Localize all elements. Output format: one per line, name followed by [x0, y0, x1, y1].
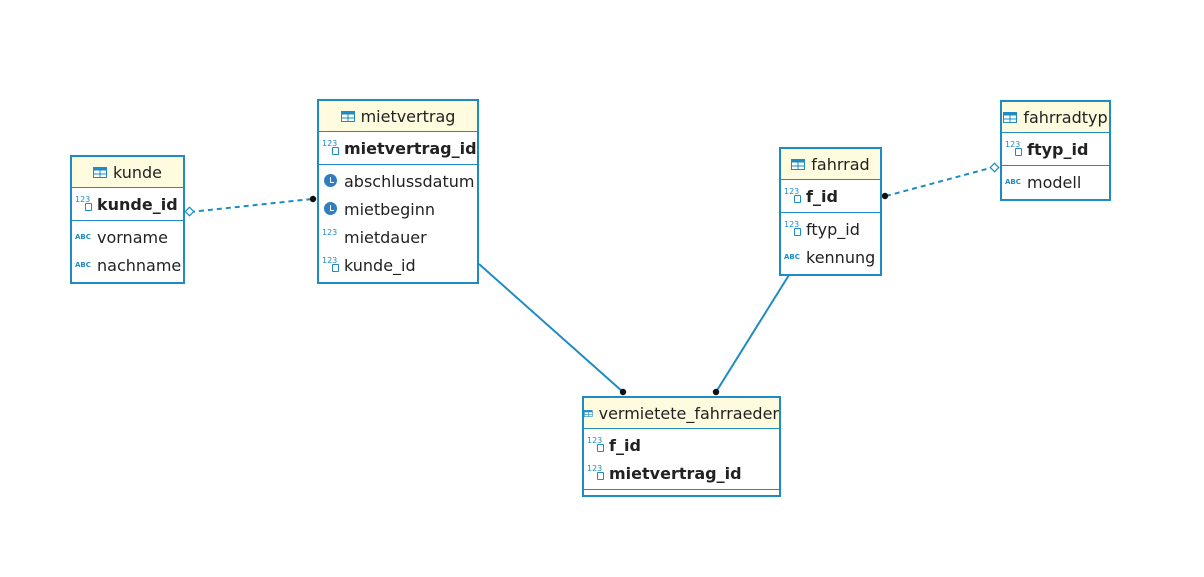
entity-mietvertrag[interactable]: mietvertrag mietvertrag_id abschlussdatu…	[317, 99, 479, 284]
column-row[interactable]: mietvertrag_id	[319, 134, 477, 162]
attribute-section	[584, 490, 779, 494]
entity-header[interactable]: vermietete_fahrraeder	[584, 398, 779, 429]
relationship-line-fahrrad-fahrradtyp[interactable]	[885, 166, 995, 197]
column-row[interactable]: ftyp_id	[1002, 135, 1109, 163]
column-row[interactable]: f_id	[584, 431, 779, 459]
entity-header[interactable]: kunde	[72, 157, 183, 188]
optional-end-marker	[989, 162, 1000, 173]
column-name: abschlussdatum	[344, 171, 475, 191]
entity-fahrradtyp[interactable]: fahrradtyp ftyp_id modell	[1000, 100, 1111, 201]
column-name: mietvertrag_id	[609, 463, 742, 483]
clock-type-icon	[322, 201, 342, 217]
relationship-line-kunde-mietvertrag[interactable]	[189, 198, 313, 213]
column-name: f_id	[609, 435, 641, 455]
entity-header[interactable]: fahrradtyp	[1002, 102, 1109, 133]
column-row[interactable]: kunde_id	[319, 251, 477, 279]
attribute-section: vorname nachname	[72, 221, 183, 281]
optional-end-marker	[184, 206, 195, 217]
relationship-line-mietvertrag-vermietete[interactable]	[478, 263, 624, 393]
column-name: kennung	[806, 247, 876, 267]
column-name: modell	[1027, 172, 1082, 192]
primary-key-section: mietvertrag_id	[319, 132, 477, 165]
column-row[interactable]: nachname	[72, 251, 183, 279]
numeric-key-icon	[587, 437, 607, 453]
mandatory-end-marker	[881, 192, 889, 200]
clock-type-icon	[322, 173, 342, 189]
entity-kunde[interactable]: kunde kunde_id vorname nachname	[70, 155, 185, 284]
entity-vermietete-fahrraeder[interactable]: vermietete_fahrraeder f_id mietvertrag_i…	[582, 396, 781, 497]
column-row[interactable]: mietbeginn	[319, 195, 477, 223]
text-type-icon	[75, 229, 95, 245]
column-name: ftyp_id	[806, 219, 860, 239]
column-name: mietvertrag_id	[344, 138, 477, 158]
primary-key-section: ftyp_id	[1002, 133, 1109, 166]
relationship-line-fahrrad-vermietete[interactable]	[715, 274, 790, 393]
column-row[interactable]: f_id	[781, 182, 880, 210]
column-row[interactable]: kennung	[781, 243, 880, 271]
table-icon	[584, 409, 593, 417]
column-name: vorname	[97, 227, 168, 247]
entity-header[interactable]: mietvertrag	[319, 101, 477, 132]
table-icon	[92, 166, 107, 178]
text-type-icon	[784, 249, 804, 265]
column-name: ftyp_id	[1027, 139, 1089, 159]
primary-key-section: kunde_id	[72, 188, 183, 221]
column-name: kunde_id	[344, 255, 416, 275]
column-row[interactable]: vorname	[72, 223, 183, 251]
attribute-section: abschlussdatum mietbeginn mietdauer kund…	[319, 165, 477, 281]
primary-key-section: f_id	[781, 180, 880, 213]
mandatory-end-marker	[619, 388, 627, 396]
table-icon	[340, 110, 355, 122]
column-row[interactable]: ftyp_id	[781, 215, 880, 243]
text-type-icon	[1005, 174, 1025, 190]
numeric-foreign-key-icon	[784, 221, 804, 237]
column-row[interactable]: mietvertrag_id	[584, 459, 779, 487]
entity-title: kunde	[112, 162, 163, 182]
entity-fahrrad[interactable]: fahrrad f_id ftyp_id kennung	[779, 147, 882, 276]
table-icon	[1003, 111, 1018, 123]
column-name: nachname	[97, 255, 182, 275]
column-name: mietbeginn	[344, 199, 436, 219]
column-row[interactable]: mietdauer	[319, 223, 477, 251]
column-row[interactable]: kunde_id	[72, 190, 183, 218]
column-name: mietdauer	[344, 227, 427, 247]
column-name: f_id	[806, 186, 838, 206]
text-type-icon	[75, 257, 95, 273]
entity-title: vermietete_fahrraeder	[598, 403, 779, 423]
numeric-foreign-key-icon	[322, 257, 342, 273]
mandatory-end-marker	[712, 388, 720, 396]
numeric-type-icon	[322, 229, 342, 245]
numeric-key-icon	[75, 196, 95, 212]
column-row[interactable]: abschlussdatum	[319, 167, 477, 195]
column-name: kunde_id	[97, 194, 178, 214]
attribute-section: modell	[1002, 166, 1109, 198]
numeric-key-icon	[784, 188, 804, 204]
table-icon	[791, 158, 806, 170]
mandatory-end-marker	[309, 195, 317, 203]
numeric-key-icon	[587, 465, 607, 481]
primary-key-section: f_id mietvertrag_id	[584, 429, 779, 490]
entity-title: mietvertrag	[360, 106, 456, 126]
numeric-key-icon	[322, 140, 342, 156]
numeric-key-icon	[1005, 141, 1025, 157]
entity-title: fahrradtyp	[1023, 107, 1108, 127]
entity-title: fahrrad	[811, 154, 870, 174]
entity-header[interactable]: fahrrad	[781, 149, 880, 180]
attribute-section: ftyp_id kennung	[781, 213, 880, 273]
column-row[interactable]: modell	[1002, 168, 1109, 196]
